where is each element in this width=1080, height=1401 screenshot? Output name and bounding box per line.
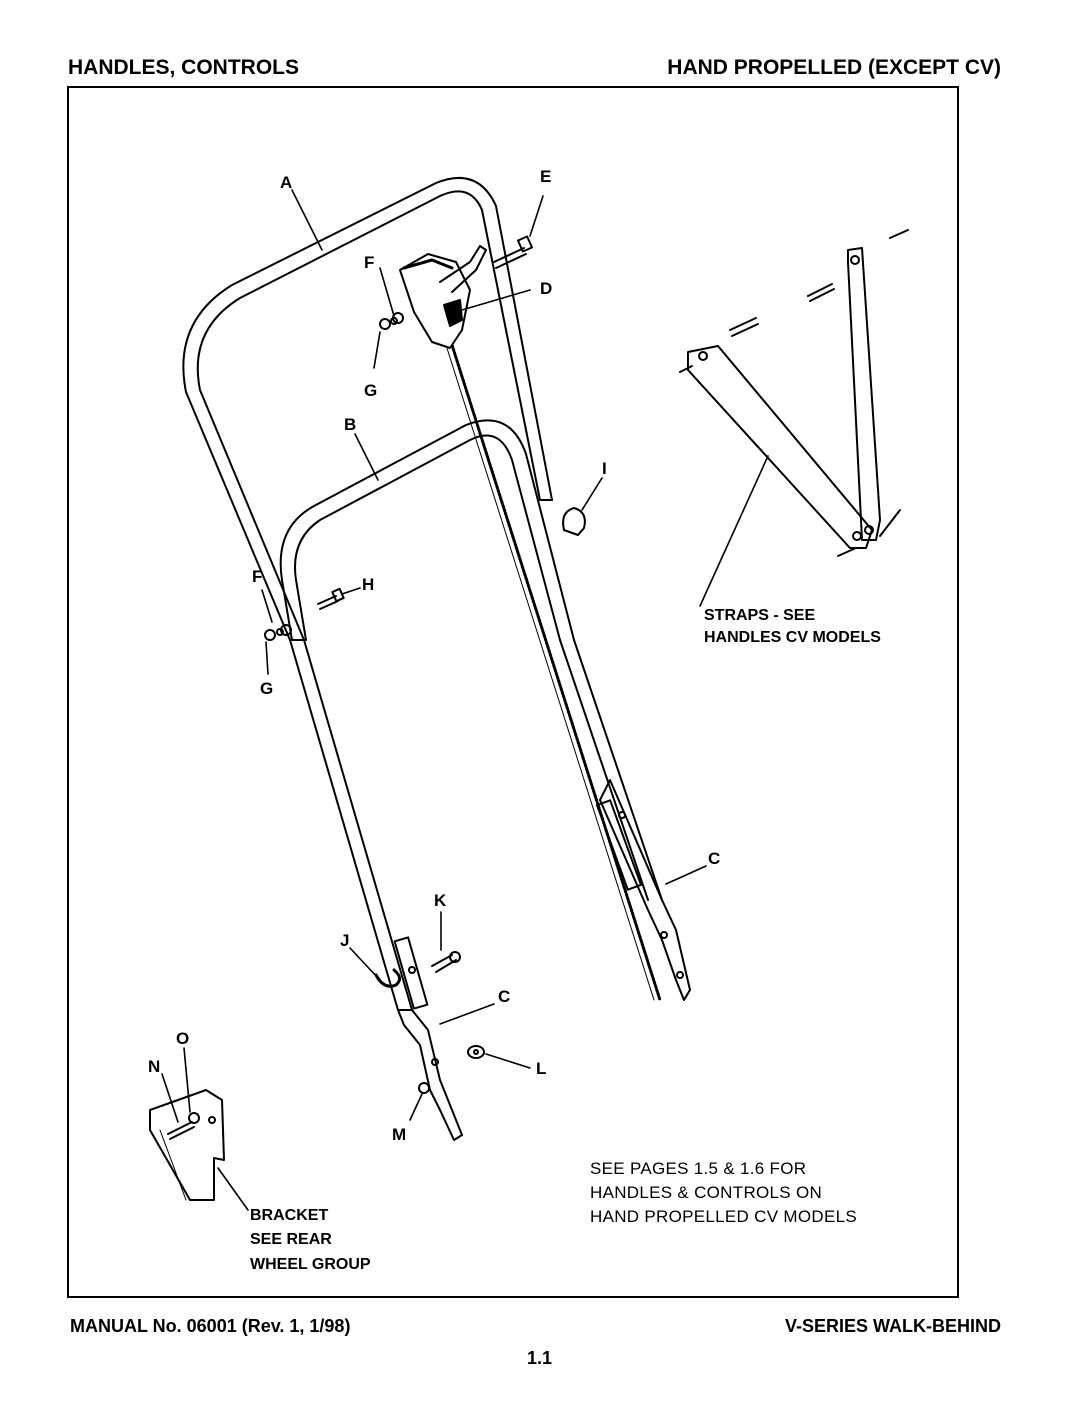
bracket bbox=[149, 1089, 225, 1201]
label-i: I bbox=[602, 459, 607, 478]
section-title: HANDLES, CONTROLS bbox=[68, 56, 299, 79]
bracket-note-line1: BRACKET bbox=[250, 1207, 328, 1224]
nut-m bbox=[418, 1082, 430, 1094]
bracket-note-line2: SEE REAR bbox=[250, 1231, 332, 1248]
manual-number: MANUAL No. 06001 (Rev. 1, 1/98) bbox=[70, 1316, 351, 1336]
straps-assembly bbox=[679, 229, 909, 557]
label-h: H bbox=[362, 575, 374, 594]
label-b: B bbox=[344, 415, 356, 434]
lower-tube-left bbox=[289, 639, 463, 1141]
label-k: K bbox=[434, 891, 447, 910]
label-f-upper: F bbox=[364, 253, 374, 272]
see-pages-note-line3: HAND PROPELLED CV MODELS bbox=[590, 1207, 857, 1226]
label-o: O bbox=[176, 1029, 189, 1048]
label-f-lower: F bbox=[252, 567, 262, 586]
label-l: L bbox=[536, 1059, 546, 1078]
straps-note-line2: HANDLES CV MODELS bbox=[704, 629, 881, 646]
label-n: N bbox=[148, 1057, 160, 1076]
label-c-left: C bbox=[498, 987, 510, 1006]
upper-handle-a bbox=[182, 177, 553, 641]
label-m: M bbox=[392, 1125, 406, 1144]
label-g-upper: G bbox=[364, 381, 377, 400]
cable-clip-j bbox=[374, 968, 401, 988]
leader-lines bbox=[161, 189, 769, 1211]
lower-tube-right bbox=[559, 639, 691, 1001]
product-series: V-SERIES WALK-BEHIND bbox=[784, 1316, 1001, 1336]
label-j: J bbox=[340, 931, 349, 950]
label-a: A bbox=[280, 173, 292, 192]
washer-l bbox=[467, 1045, 485, 1059]
label-g-lower: G bbox=[260, 679, 273, 698]
control-cable bbox=[445, 343, 662, 1002]
control-assembly-d bbox=[399, 245, 487, 349]
label-d: D bbox=[540, 279, 552, 298]
bolt-h bbox=[317, 587, 345, 610]
see-pages-note-line2: HANDLES & CONTROLS ON bbox=[590, 1183, 822, 1202]
page-number: 1.1 bbox=[527, 1348, 553, 1368]
bolt-k bbox=[431, 951, 461, 973]
straps-note-line1: STRAPS - SEE bbox=[704, 607, 815, 624]
washer-f-g-upper bbox=[379, 312, 404, 330]
section-subtitle: HAND PROPELLED (EXCEPT CV) bbox=[667, 56, 1001, 79]
diagram-frame bbox=[67, 86, 959, 1298]
washer-f-g-lower bbox=[264, 624, 292, 641]
bracket-note-line3: WHEEL GROUP bbox=[250, 1256, 371, 1273]
see-pages-note-line1: SEE PAGES 1.5 & 1.6 FOR bbox=[590, 1159, 806, 1178]
label-c-right: C bbox=[708, 849, 720, 868]
cap-i bbox=[562, 507, 586, 536]
bolt-e bbox=[493, 235, 534, 269]
label-e: E bbox=[540, 167, 551, 186]
middle-handle-b bbox=[279, 419, 575, 641]
